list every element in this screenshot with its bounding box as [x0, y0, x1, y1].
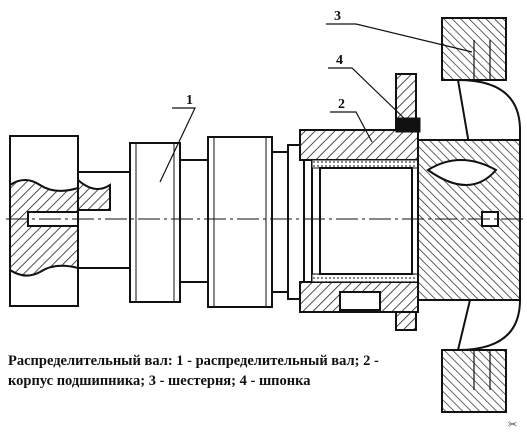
callout-1: 1	[186, 93, 193, 108]
bearing-surface-top	[311, 159, 419, 169]
scissors-icon: ✂	[508, 418, 517, 431]
housing-upper-section	[299, 129, 419, 161]
camshaft	[9, 135, 305, 308]
callout-4: 4	[336, 53, 343, 68]
shaft-step	[271, 151, 289, 293]
gear-web-bottom	[456, 299, 522, 352]
shaft-journal	[207, 136, 273, 308]
shaft-collar	[287, 144, 305, 300]
bearing-surface-bottom	[311, 273, 419, 283]
callout-leaders	[159, 23, 473, 183]
callout-3: 3	[334, 9, 341, 24]
gear-hub-recess	[426, 159, 498, 186]
leader-2	[330, 111, 373, 143]
shaft-segment	[179, 159, 209, 283]
leader-3	[326, 23, 473, 53]
gear	[417, 17, 522, 413]
shaft-neck-section	[77, 177, 111, 211]
housing-flange-bottom	[395, 311, 417, 331]
gear-web-top	[456, 78, 521, 151]
leader-4	[328, 67, 409, 123]
bearing-housing	[299, 73, 419, 331]
shaft-end-section	[9, 179, 79, 277]
cam-lobe	[129, 142, 181, 303]
callout-2: 2	[338, 97, 345, 112]
flange-slot	[339, 291, 381, 311]
key	[395, 117, 421, 133]
shaft-inside-housing	[319, 167, 413, 275]
caption-line-2: корпус подшипника; 3 - шестерня; 4 - шпо…	[8, 373, 311, 389]
leader-1	[159, 107, 196, 183]
caption-line-1: Распределительный вал: 1 - распределител…	[8, 353, 379, 369]
figure-caption: Распределительный вал: 1 - распределител…	[8, 351, 448, 391]
